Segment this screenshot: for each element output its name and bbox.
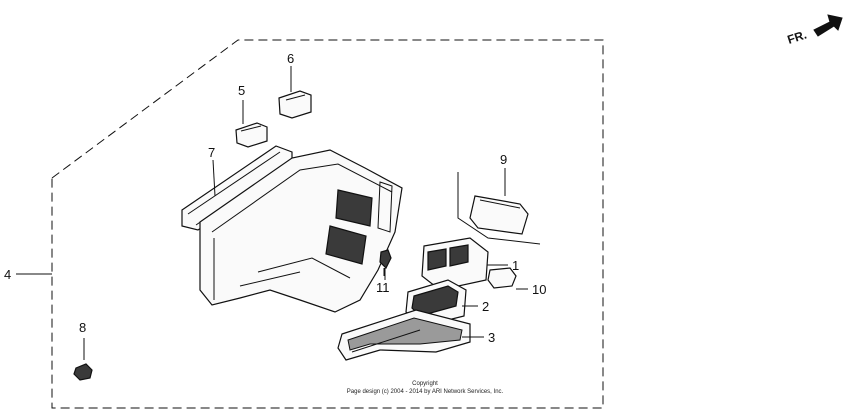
callout-10: 10 <box>532 282 546 297</box>
callout-1: 1 <box>512 258 519 273</box>
callout-5: 5 <box>238 83 245 98</box>
callout-8: 8 <box>79 320 86 335</box>
callout-3: 3 <box>488 330 495 345</box>
copyright-notice: Copyright Page design (c) 2004 - 2014 by… <box>347 381 504 395</box>
part-5-clip <box>235 122 268 148</box>
leader-lines <box>16 66 528 360</box>
part-9-lid <box>457 172 541 245</box>
part-6-clip <box>278 90 312 119</box>
front-direction-indicator: FR. <box>786 14 843 47</box>
callout-labels: 1 2 3 4 5 6 7 8 9 10 11 <box>4 51 546 345</box>
part-11-clip <box>379 249 392 276</box>
callout-11: 11 <box>376 280 390 295</box>
callout-7: 7 <box>208 145 215 160</box>
part-10-bulb <box>487 267 517 289</box>
callout-4: 4 <box>4 267 11 282</box>
callout-6: 6 <box>287 51 294 66</box>
part-3-bracket <box>337 309 471 361</box>
part-8-clip <box>73 363 93 381</box>
front-direction-arrow-icon <box>813 14 843 37</box>
callout-2: 2 <box>482 299 489 314</box>
console-body <box>199 149 403 313</box>
part-1-switch <box>421 237 489 291</box>
copyright-line-2: Page design (c) 2004 - 2014 by ARI Netwo… <box>347 389 504 395</box>
fr-label: FR. <box>786 28 809 47</box>
callout-9: 9 <box>500 152 507 167</box>
copyright-line-1: Copyright <box>412 381 438 387</box>
